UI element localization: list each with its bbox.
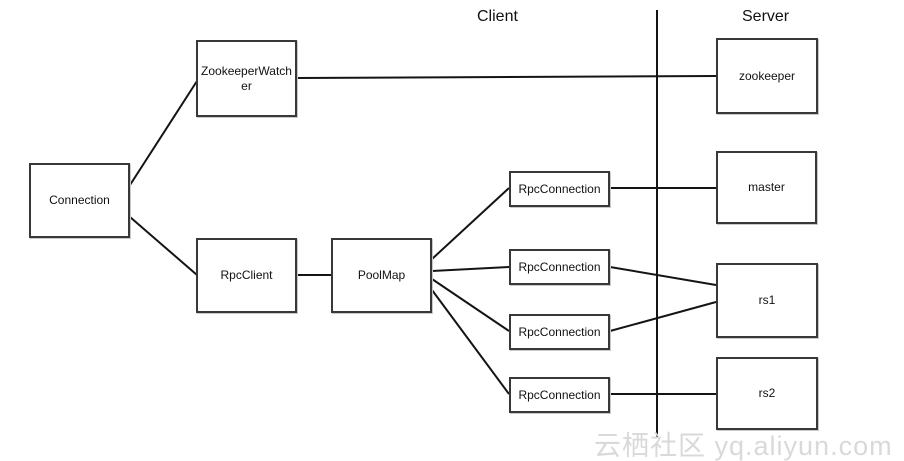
node-zookeeper: zookeeper (716, 38, 818, 114)
edge-zookeeperwatcher-zookeeper (296, 75, 717, 79)
client-section-header: Client (477, 8, 518, 25)
edge-poolmap-rpcconnection-1 (431, 187, 510, 260)
node-connection: Connection (29, 163, 130, 238)
node-rpc-client: RpcClient (196, 238, 297, 313)
site-watermark: 云栖社区 yq.aliyun.com (594, 431, 893, 461)
server-section-header: Server (742, 8, 790, 25)
edge-connection-rpcclient (129, 216, 198, 276)
node-rpc-connection-1: RpcConnection (509, 171, 610, 207)
node-rpc-connection-4: RpcConnection (509, 377, 610, 413)
node-rs1: rs1 (716, 263, 818, 338)
node-pool-map: PoolMap (331, 238, 432, 313)
edge-rpcconnection3-rs1 (609, 301, 717, 332)
edge-poolmap-rpcconnection-3 (431, 278, 510, 332)
edge-poolmap-rpcconnection-2 (431, 266, 510, 272)
node-rpc-connection-2: RpcConnection (509, 249, 610, 285)
edge-rpcconnection2-rs1 (609, 266, 717, 286)
node-rpc-connection-3: RpcConnection (509, 314, 610, 350)
node-zookeeper-watcher: ZookeeperWatcher (196, 40, 297, 117)
edge-connection-zookeeperwatcher (129, 80, 198, 186)
node-rs2: rs2 (716, 357, 818, 430)
edge-poolmap-rpcconnection-4 (431, 289, 510, 395)
node-master: master (716, 151, 817, 224)
